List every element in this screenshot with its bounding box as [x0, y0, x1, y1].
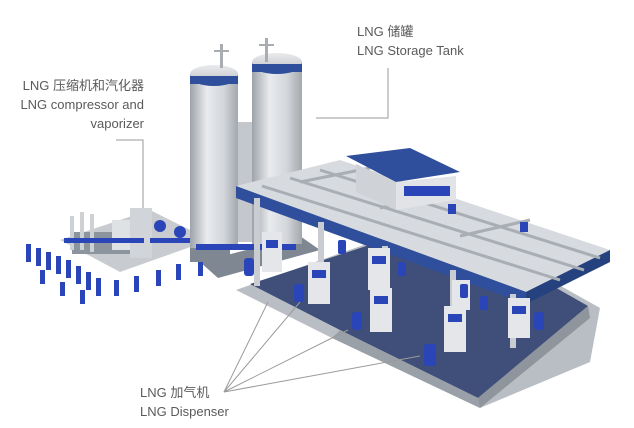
compressor-label-en-line2: vaporizer — [90, 116, 144, 131]
dispenser-label-en: LNG Dispenser — [140, 404, 229, 419]
storage-tank-callout: LNG 储罐 LNG Storage Tank — [357, 22, 464, 60]
dispenser-unit — [370, 288, 392, 332]
storage-tank-label-en: LNG Storage Tank — [357, 43, 464, 58]
lng-dispensers — [262, 232, 530, 352]
storage-tank-label-cn: LNG 储罐 — [357, 24, 414, 39]
compressor-label-cn: LNG 压缩机和汽化器 — [22, 78, 144, 93]
dispenser-unit — [444, 306, 466, 352]
dispenser-callout: LNG 加气机 LNG Dispenser — [140, 383, 229, 421]
dispenser-unit — [308, 262, 330, 304]
station-building — [346, 148, 460, 210]
safety-bollards — [26, 244, 203, 304]
lng-storage-tanks — [190, 38, 302, 262]
compressor-callout: LNG 压缩机和汽化器 LNG compressor and vaporizer — [20, 76, 144, 133]
callout-leader-lines — [116, 68, 421, 393]
canopy-bollards — [244, 240, 544, 366]
compressor-vaporizer-skid — [60, 208, 210, 272]
dispenser-unit — [368, 248, 390, 290]
dispenser-unit — [262, 232, 282, 272]
dispenser-unit — [508, 298, 530, 338]
dispenser-label-cn: LNG 加气机 — [140, 385, 210, 400]
compressor-label-en-line1: LNG compressor and — [20, 97, 144, 112]
